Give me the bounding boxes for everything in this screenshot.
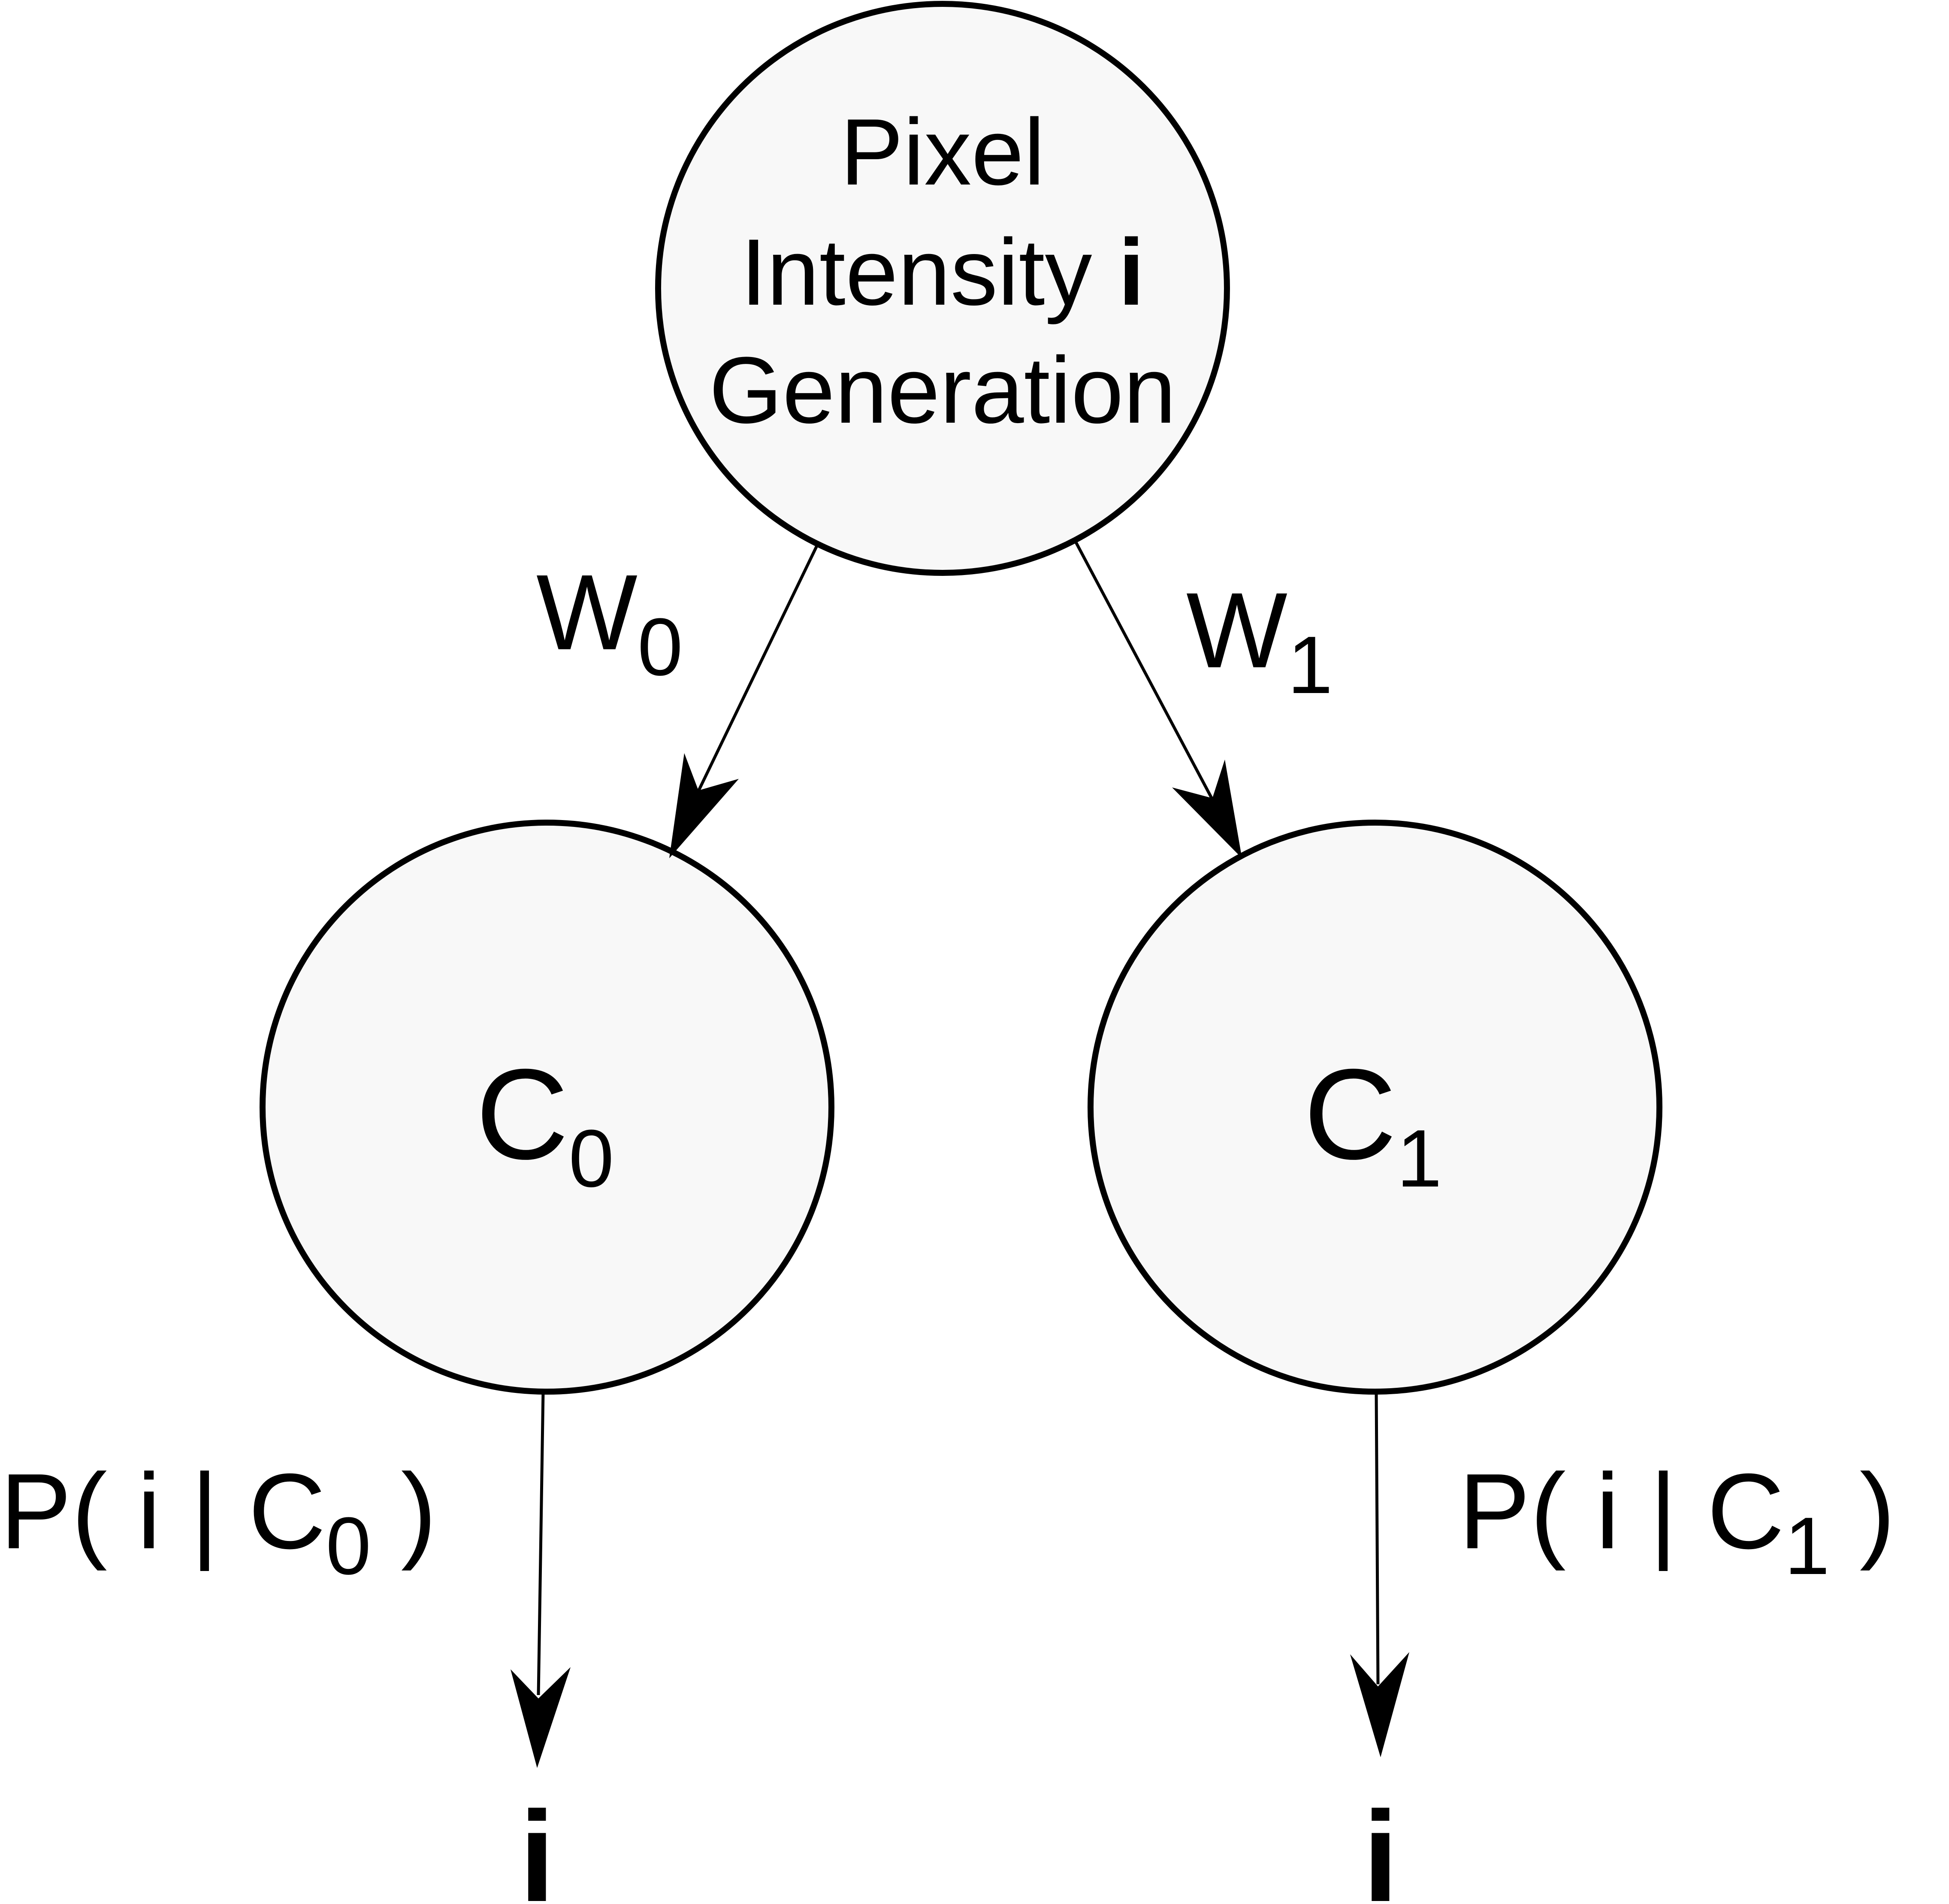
- output-symbol-c0: i: [519, 1784, 555, 1904]
- root-node-label-line2-symbol: i: [1118, 219, 1145, 325]
- edge-c0-to-output: [511, 1391, 571, 1768]
- edge-root-to-c1-line: [1074, 541, 1218, 808]
- likelihood-label-c0-open: P( i | C: [0, 1451, 326, 1571]
- class-node-c1-label: C1: [1304, 1042, 1442, 1204]
- weight-label-w1: W1: [1186, 570, 1333, 711]
- likelihood-label-c0-close: ): [371, 1451, 437, 1571]
- class-node-c0-circle: [260, 820, 834, 1395]
- edge-root-to-c0-line: [693, 544, 819, 799]
- likelihood-label-c1-subscript: 1: [1784, 1501, 1830, 1592]
- likelihood-label-c1-close: ): [1830, 1451, 1895, 1571]
- likelihood-label-c0-subscript: 0: [326, 1501, 371, 1592]
- root-node: Pixel Intensity i Generation: [655, 1, 1230, 576]
- root-node-label-line2-text: Intensity: [740, 219, 1118, 325]
- edge-root-to-c1-arrowhead: [1172, 760, 1242, 858]
- class-node-c1-circle: [1088, 820, 1662, 1395]
- class-node-c1: C1: [1088, 820, 1662, 1395]
- class-node-c1-subscript: 1: [1396, 1113, 1442, 1204]
- weight-label-w1-letter: W: [1186, 570, 1287, 690]
- likelihood-label-c0: P( i | C0 ): [0, 1451, 437, 1592]
- root-node-label-line2: Intensity i: [740, 219, 1145, 325]
- edge-c1-to-output-line: [1375, 1391, 1380, 1685]
- class-node-c0-label: C0: [476, 1042, 614, 1204]
- likelihood-label-c1-open: P( i | C: [1459, 1451, 1784, 1571]
- edge-root-to-c0: [669, 544, 819, 858]
- edge-c0-to-output-line: [537, 1391, 545, 1695]
- edge-c1-to-output-arrowhead: [1350, 1652, 1409, 1757]
- class-node-c0-letter: C: [476, 1042, 569, 1186]
- weight-label-w0-letter: W: [536, 552, 638, 672]
- class-node-c0: C0: [260, 820, 834, 1395]
- edge-root-to-c1: [1074, 541, 1242, 858]
- weight-label-w0: W0: [536, 552, 683, 693]
- edge-c1-to-output: [1350, 1391, 1409, 1757]
- weight-label-w1-subscript: 1: [1287, 620, 1333, 711]
- root-node-circle: [655, 1, 1230, 576]
- class-node-c0-subscript: 0: [568, 1113, 614, 1204]
- weight-label-w0-subscript: 0: [638, 602, 683, 693]
- edge-root-to-c0-arrowhead: [669, 753, 739, 858]
- class-node-c1-letter: C: [1304, 1042, 1397, 1186]
- likelihood-label-c1: P( i | C1 ): [1459, 1451, 1895, 1592]
- root-node-label-line1: Pixel: [840, 99, 1045, 205]
- root-node-label-line3: Generation: [709, 337, 1176, 443]
- edge-c0-to-output-arrowhead: [511, 1667, 571, 1768]
- output-symbol-c1: i: [1363, 1784, 1398, 1904]
